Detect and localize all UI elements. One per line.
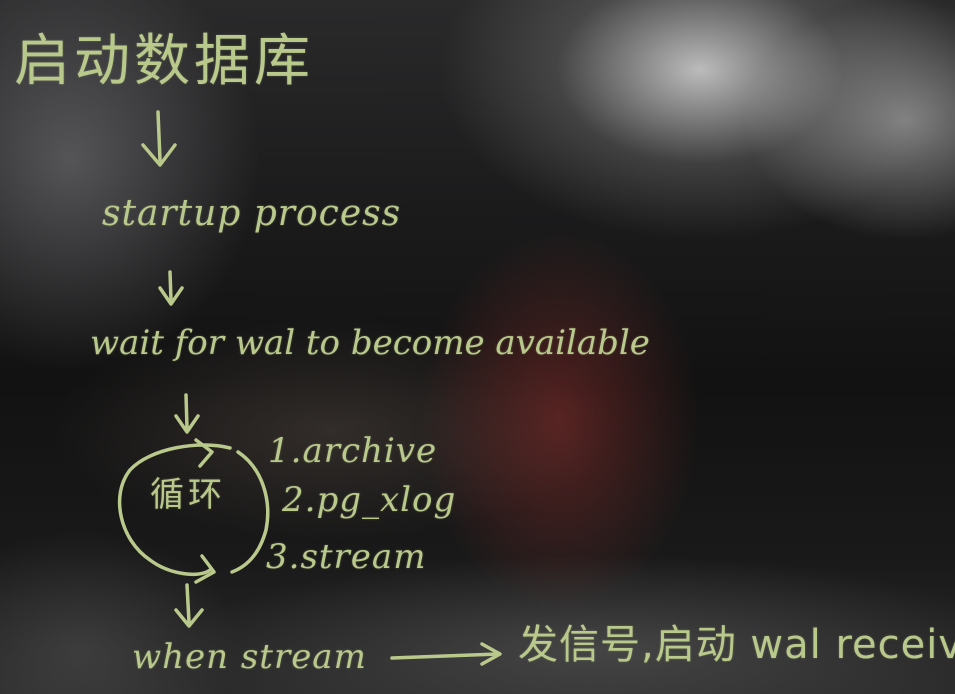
arrow-wait-to-loop: [174, 393, 200, 434]
loop-source-stream: 3.stream: [266, 537, 427, 577]
step-startup-process: startup process: [102, 193, 402, 234]
title-text: 启动数据库: [14, 29, 314, 94]
loop-circle: [117, 438, 270, 584]
arrow-loop-to-when-stream: [174, 583, 204, 628]
condition-when-stream: when stream: [132, 637, 367, 677]
arrow-when-stream-to-result: [390, 642, 502, 666]
loop-source-pg-xlog: 2.pg_xlog: [282, 480, 457, 520]
arrow-title-to-startup: [141, 110, 177, 167]
loop-source-archive: 1.archive: [268, 431, 438, 471]
result-text: 发信号,启动 wal receiver: [518, 622, 955, 668]
loop-label: 循环: [150, 475, 226, 515]
step-wait-for-wal: wait for wal to become available: [90, 323, 650, 363]
arrow-startup-to-wait: [158, 270, 184, 306]
